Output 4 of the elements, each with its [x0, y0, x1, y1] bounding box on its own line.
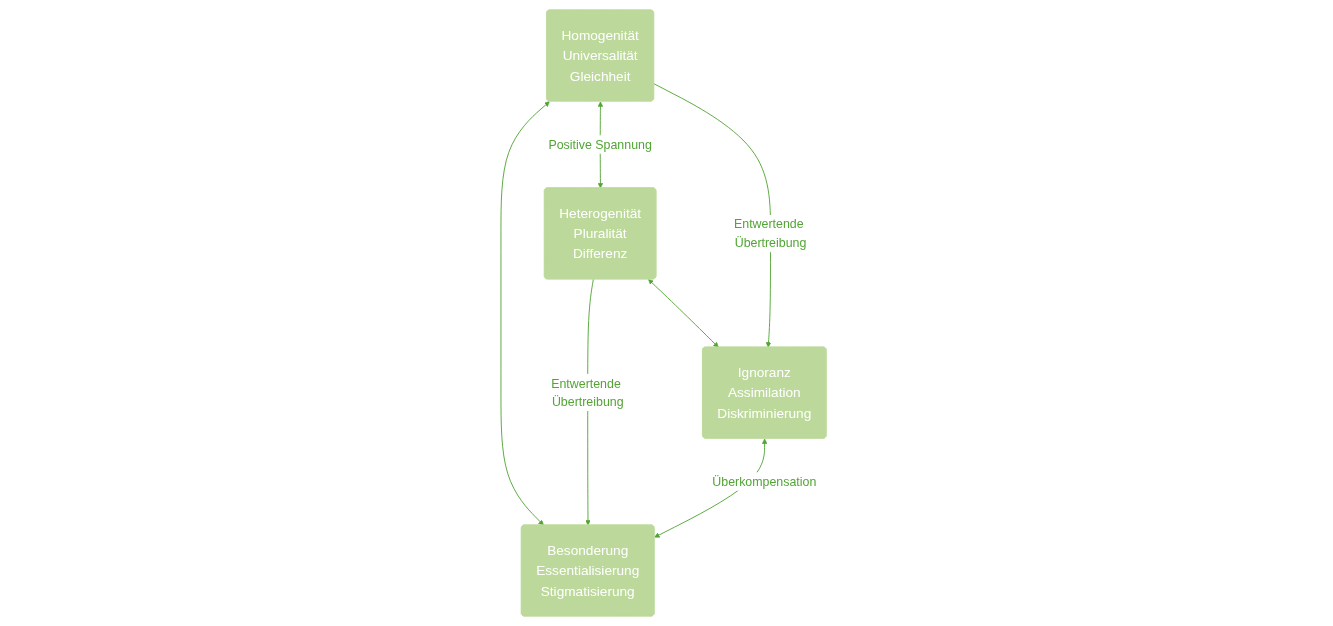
edge-label: Überkompensation — [712, 474, 817, 489]
edge-label: Positive Spannung — [548, 137, 652, 152]
edge-label: Entwertende Übertreibung — [733, 217, 807, 250]
edge-label: Entwertende Übertreibung — [550, 376, 624, 409]
